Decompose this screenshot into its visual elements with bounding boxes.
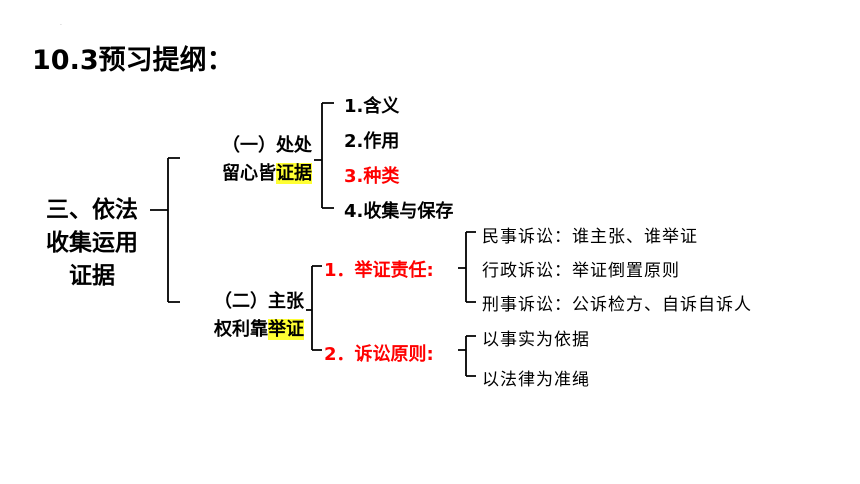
branch-1-line-2-text: 留心皆 <box>222 163 276 184</box>
branch-1-item-3: 3.种类 <box>344 166 400 187</box>
sub-2-label: 2．诉讼原则: <box>324 344 434 365</box>
root-node: 三、依法 收集运用 证据 <box>32 194 152 293</box>
branch-2-highlight: 举证 <box>268 319 304 340</box>
root-line-1: 三、依法 <box>46 197 138 223</box>
branch-2-node: （二）主张 权利靠举证 <box>186 288 304 344</box>
branch-1-item-1: 1.含义 <box>344 96 400 117</box>
root-line-2: 收集运用 <box>46 230 138 256</box>
page-title: 10.3预习提纲： <box>32 45 234 76</box>
branch-1-item-2: 2.作用 <box>344 131 400 152</box>
sub-1-label: 1．举证责任: <box>324 260 434 281</box>
sub-1-item-3: 刑事诉讼：公诉检方、自诉自诉人 <box>482 295 752 315</box>
branch-1-node: （一）处处 留心皆证据 <box>196 132 312 188</box>
sub-2-item-2: 以法律为准绳 <box>482 370 590 390</box>
branch-2-line-2: 权利靠举证 <box>186 316 304 344</box>
branch-1-highlight: 证据 <box>276 163 312 184</box>
sub-1-item-2: 行政诉讼：举证倒置原则 <box>482 261 680 281</box>
root-line-3: 证据 <box>69 263 115 289</box>
branch-2-line-2-text: 权利靠 <box>214 319 268 340</box>
decorative-dot: · <box>60 22 62 29</box>
branch-1-line-1: （一）处处 <box>222 135 312 156</box>
sub-1-item-1: 民事诉讼：谁主张、谁举证 <box>482 227 698 247</box>
branch-1-item-4: 4.收集与保存 <box>344 201 454 222</box>
sub-2-item-1: 以事实为依据 <box>482 330 590 350</box>
branch-2-line-1: （二）主张 <box>214 291 304 312</box>
branch-1-line-2: 留心皆证据 <box>196 160 312 188</box>
